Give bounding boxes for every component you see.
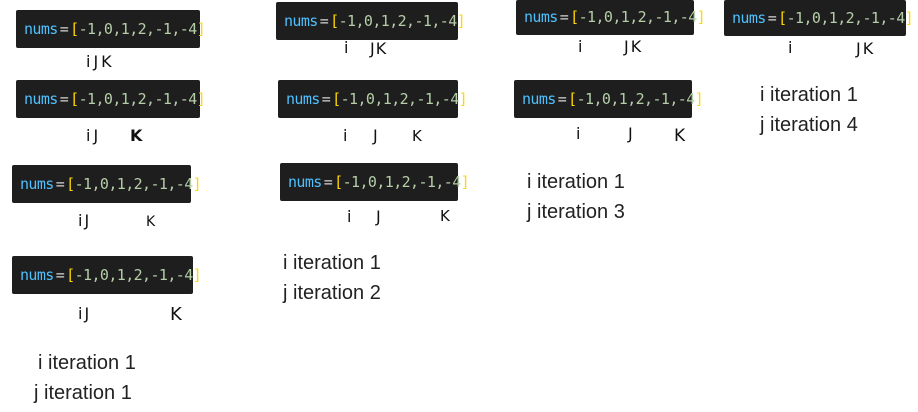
code-values: -1,0,1,2,-1,-4 bbox=[338, 11, 458, 30]
code-bracket-close: ] bbox=[196, 89, 206, 108]
code-bracket-open: [ bbox=[332, 89, 341, 108]
marker-k: K bbox=[440, 207, 450, 225]
code-snippet: nums = [ -1,0,1,2,-1,-4 ] bbox=[12, 256, 202, 294]
iteration-note: i iteration 1 j iteration 1 bbox=[34, 348, 136, 408]
code-snippet: nums = [ -1,0,1,2,-1,-4 ] bbox=[276, 2, 466, 40]
marker-jk: JK bbox=[370, 39, 388, 58]
code-bracket-close: ] bbox=[196, 19, 206, 38]
code-eq: = bbox=[767, 8, 777, 27]
code-var: nums bbox=[732, 8, 766, 27]
j-iteration-label: j iteration 2 bbox=[283, 282, 381, 304]
marker-k: K bbox=[146, 214, 156, 230]
marker-i: i bbox=[578, 37, 583, 56]
code-bracket-close: ] bbox=[192, 174, 202, 193]
code-values: -1,0,1,2,-1,-4 bbox=[786, 8, 906, 27]
code-bracket-close: ] bbox=[458, 89, 468, 108]
code-var: nums bbox=[286, 89, 320, 108]
code-values: -1,0,1,2,-1,-4 bbox=[78, 19, 198, 38]
j-iteration-label: j iteration 1 bbox=[34, 382, 132, 404]
marker-j: J bbox=[628, 124, 633, 143]
marker-jk: JK bbox=[624, 37, 644, 56]
code-values: -1,0,1,2,-1,-4 bbox=[74, 265, 194, 284]
code-snippet: nums = [ -1,0,1,2,-1,-4 ] bbox=[516, 0, 706, 35]
marker-i: i bbox=[343, 126, 348, 145]
i-iteration-label: i iteration 1 bbox=[283, 252, 381, 274]
code-var: nums bbox=[284, 11, 318, 30]
code-bracket-close: ] bbox=[904, 8, 914, 27]
code-eq: = bbox=[59, 19, 69, 38]
code-bracket-close: ] bbox=[456, 11, 466, 30]
code-values: -1,0,1,2,-1,-4 bbox=[78, 89, 198, 108]
code-snippet: nums = [ -1,0,1,2,-1,-4 ] bbox=[16, 10, 206, 48]
code-eq: = bbox=[55, 265, 65, 284]
code-values: -1,0,1,2,-1,-4 bbox=[74, 174, 194, 193]
code-bracket-open: [ bbox=[70, 89, 79, 108]
code-values: -1,0,1,2,-1,-4 bbox=[576, 89, 696, 108]
code-bracket-close: ] bbox=[694, 89, 704, 108]
code-snippet: nums = [ -1,0,1,2,-1,-4 ] bbox=[278, 80, 468, 118]
code-eq: = bbox=[55, 174, 65, 193]
code-bracket-open: [ bbox=[66, 265, 75, 284]
marker-j: J bbox=[373, 126, 378, 145]
code-snippet: nums = [ -1,0,1,2,-1,-4 ] bbox=[514, 80, 704, 118]
code-bracket-open: [ bbox=[568, 89, 577, 108]
code-values: -1,0,1,2,-1,-4 bbox=[342, 172, 462, 191]
code-bracket-open: [ bbox=[330, 11, 339, 30]
code-bracket-open: [ bbox=[778, 8, 787, 27]
marker-k: K bbox=[130, 126, 143, 145]
code-bracket-close: ] bbox=[696, 8, 706, 26]
i-iteration-label: i iteration 1 bbox=[527, 171, 625, 193]
code-var: nums bbox=[24, 19, 58, 38]
code-snippet: nums = [ -1,0,1,2,-1,-4 ] bbox=[724, 0, 914, 36]
iteration-note: i iteration 1 j iteration 4 bbox=[760, 80, 858, 140]
code-snippet: nums = [ -1,0,1,2,-1,-4 ] bbox=[280, 163, 470, 201]
marker-ijk: iJK bbox=[86, 52, 115, 71]
code-values: -1,0,1,2,-1,-4 bbox=[578, 8, 698, 26]
marker-ij: iJ bbox=[78, 304, 92, 323]
j-iteration-label: j iteration 3 bbox=[527, 201, 625, 223]
code-var: nums bbox=[20, 265, 54, 284]
code-var: nums bbox=[288, 172, 322, 191]
marker-jk: JK bbox=[856, 39, 876, 58]
iteration-note: i iteration 1 j iteration 2 bbox=[283, 248, 381, 308]
marker-i: i bbox=[344, 38, 349, 57]
marker-j: J bbox=[376, 207, 381, 226]
i-iteration-label: i iteration 1 bbox=[38, 352, 136, 374]
marker-i: i bbox=[788, 38, 793, 57]
marker-k: K bbox=[412, 127, 422, 145]
j-iteration-label: j iteration 4 bbox=[760, 114, 858, 136]
code-eq: = bbox=[321, 89, 331, 108]
code-eq: = bbox=[323, 172, 333, 191]
code-var: nums bbox=[20, 174, 54, 193]
code-bracket-open: [ bbox=[570, 8, 579, 26]
marker-ij: iJ bbox=[86, 126, 102, 145]
code-bracket-close: ] bbox=[460, 172, 470, 191]
code-var: nums bbox=[24, 89, 58, 108]
marker-i: i bbox=[576, 124, 581, 143]
iteration-note: i iteration 1 j iteration 3 bbox=[527, 167, 625, 227]
code-eq: = bbox=[559, 8, 569, 26]
code-snippet: nums = [ -1,0,1,2,-1,-4 ] bbox=[16, 80, 206, 118]
code-snippet: nums = [ -1,0,1,2,-1,-4 ] bbox=[12, 165, 202, 203]
code-eq: = bbox=[319, 11, 329, 30]
code-bracket-open: [ bbox=[66, 174, 75, 193]
code-bracket-close: ] bbox=[192, 265, 202, 284]
marker-k: K bbox=[170, 304, 182, 325]
marker-ij: iJ bbox=[78, 211, 92, 230]
code-bracket-open: [ bbox=[70, 19, 79, 38]
code-var: nums bbox=[522, 89, 556, 108]
marker-i: i bbox=[347, 207, 352, 226]
marker-k: K bbox=[674, 126, 686, 146]
code-var: nums bbox=[524, 8, 558, 26]
code-eq: = bbox=[557, 89, 567, 108]
code-values: -1,0,1,2,-1,-4 bbox=[340, 89, 460, 108]
code-eq: = bbox=[59, 89, 69, 108]
code-bracket-open: [ bbox=[334, 172, 343, 191]
i-iteration-label: i iteration 1 bbox=[760, 84, 858, 106]
